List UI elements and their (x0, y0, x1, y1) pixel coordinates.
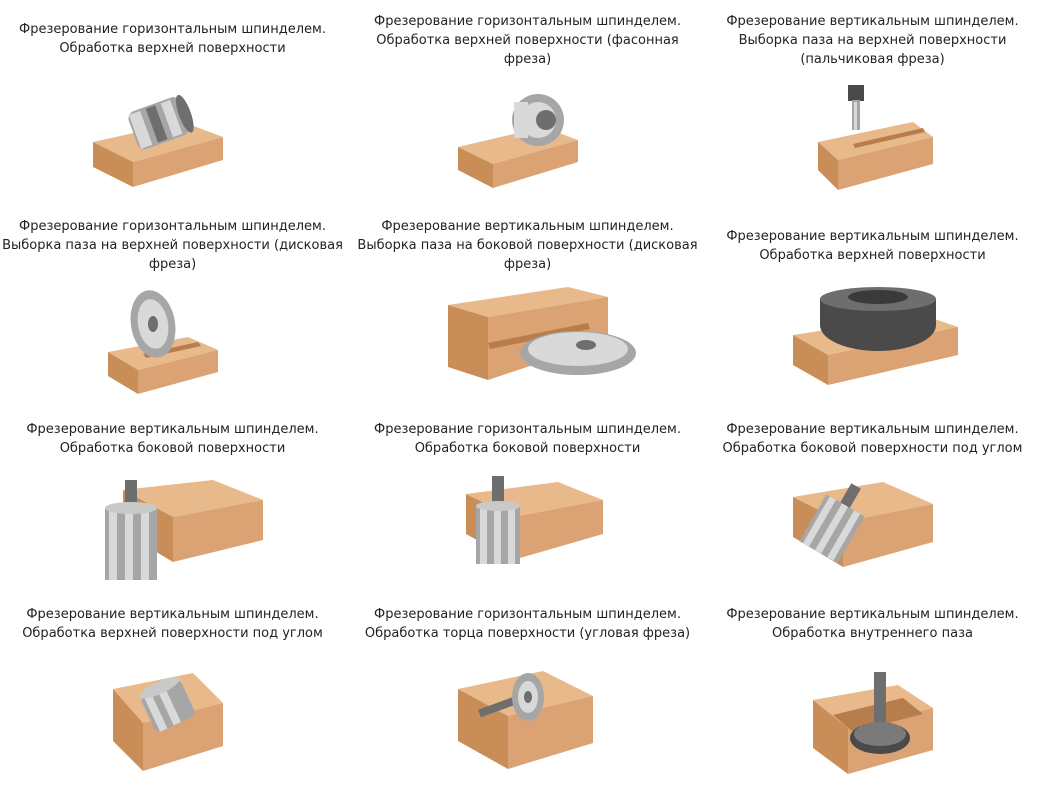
operation-card: Фрезерование горизонтальным шпинделем.Об… (355, 605, 700, 803)
vertical-end-mill-slot-illustration (700, 82, 1037, 202)
horizontal-disc-slot-illustration (0, 282, 345, 402)
horizontal-side-milling-illustration (355, 472, 700, 587)
operation-card: Фрезерование горизонтальным шпинделем.Об… (0, 20, 345, 218)
vertical-angled-side-illustration (700, 472, 1037, 587)
operation-caption: Фрезерование вертикальным шпинделем.Обра… (22, 607, 323, 641)
operation-card: Фрезерование вертикальным шпинделем.Обра… (700, 420, 1037, 618)
operation-card: Фрезерование вертикальным шпинделем.Обра… (700, 605, 1037, 803)
operation-caption: Фрезерование горизонтальным шпинделем.Об… (374, 422, 681, 456)
operation-caption: Фрезерование вертикальным шпинделем.Обра… (726, 229, 1019, 263)
vertical-disc-side-slot-illustration (355, 285, 700, 385)
operation-card: Фрезерование вертикальным шпинделем.Выбо… (355, 217, 700, 415)
vertical-side-milling-illustration (0, 472, 345, 587)
operation-caption: Фрезерование горизонтальным шпинделем.Об… (19, 22, 326, 56)
horizontal-top-milling-illustration (0, 82, 345, 202)
operation-card: Фрезерование горизонтальным шпинделем.Об… (355, 12, 700, 210)
operation-card: Фрезерование вертикальным шпинделем.Обра… (0, 420, 345, 618)
operation-caption: Фрезерование вертикальным шпинделем.Выбо… (357, 219, 698, 272)
operation-caption: Фрезерование вертикальным шпинделем.Обра… (722, 422, 1023, 456)
operation-card: Фрезерование вертикальным шпинделем.Обра… (0, 605, 345, 803)
operation-card: Фрезерование вертикальным шпинделем.Обра… (700, 227, 1037, 425)
operation-caption: Фрезерование вертикальным шпинделем.Обра… (726, 607, 1019, 641)
operation-caption: Фрезерование горизонтальным шпинделем.Об… (374, 14, 681, 67)
operation-caption: Фрезерование горизонтальным шпинделем.Вы… (2, 219, 343, 272)
vertical-internal-slot-illustration (700, 670, 1037, 780)
horizontal-angle-cutter-illustration (355, 661, 700, 776)
operation-card: Фрезерование горизонтальным шпинделем.Об… (355, 420, 700, 618)
horizontal-form-cutter-illustration (355, 82, 700, 202)
operation-card: Фрезерование горизонтальным шпинделем.Вы… (0, 217, 345, 415)
vertical-face-mill-illustration (700, 285, 1037, 395)
operation-caption: Фрезерование вертикальным шпинделем.Выбо… (726, 14, 1019, 67)
vertical-angled-top-illustration (0, 661, 345, 776)
operation-caption: Фрезерование вертикальным шпинделем.Обра… (26, 422, 319, 456)
operation-caption: Фрезерование горизонтальным шпинделем.Об… (364, 607, 691, 641)
operation-card: Фрезерование вертикальным шпинделем.Выбо… (700, 12, 1037, 210)
